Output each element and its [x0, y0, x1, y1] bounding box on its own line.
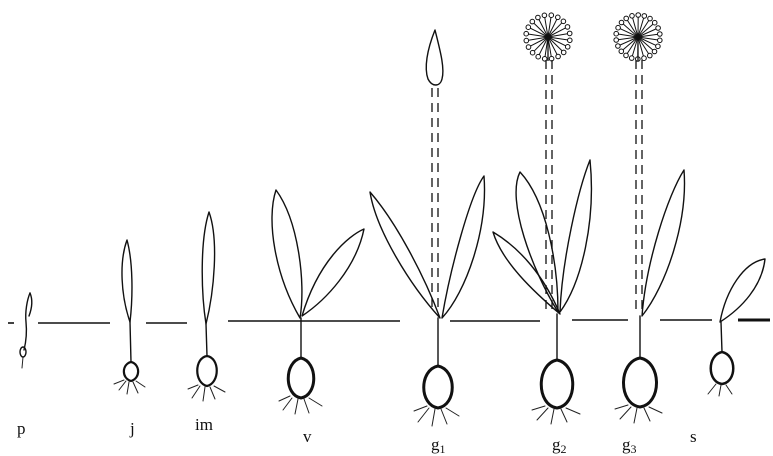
umbel-flower	[648, 16, 653, 21]
plant-im	[188, 212, 225, 401]
umbel-flower	[642, 56, 647, 61]
stage-label-g3: g3	[622, 436, 637, 455]
umbel-flower	[636, 13, 641, 18]
umbel-flower	[556, 15, 561, 20]
umbel-flower	[656, 44, 661, 49]
inflorescence-g2	[524, 13, 572, 61]
plant-p	[20, 293, 32, 368]
umbel-flower	[658, 32, 663, 37]
umbel-flower	[556, 54, 561, 59]
umbel-flower	[656, 26, 661, 31]
plant-j	[114, 240, 145, 394]
stage-label-j: j	[130, 420, 135, 439]
umbel-flower	[524, 38, 529, 43]
umbel-flower	[565, 45, 570, 50]
umbel-flower	[619, 20, 624, 25]
umbel-flower	[542, 13, 547, 18]
umbel-flower	[549, 13, 554, 18]
umbel-flower	[642, 14, 647, 19]
umbel-flower	[652, 49, 657, 54]
plant-v	[272, 190, 364, 414]
umbel-flower	[561, 19, 566, 24]
umbel-flower	[648, 53, 653, 58]
stage-label-im: im	[195, 416, 213, 435]
umbel-flower	[536, 54, 541, 59]
umbel-flower	[616, 25, 621, 30]
umbel-flower	[616, 44, 621, 49]
umbel-flower	[568, 38, 573, 43]
stage-label-s: s	[690, 428, 697, 447]
umbel-flower	[567, 31, 572, 36]
umbel-flower	[619, 49, 624, 54]
umbel-flower	[629, 56, 634, 61]
soil-line	[8, 320, 770, 323]
umbel-flower	[526, 25, 531, 30]
umbel-flower	[565, 25, 570, 30]
plant-g1	[370, 30, 484, 426]
umbel-flower	[526, 45, 531, 50]
plant-g3	[614, 13, 685, 423]
stage-label-g2: g2	[552, 436, 567, 455]
umbel-flower	[658, 38, 663, 43]
umbel-flower	[561, 50, 566, 55]
umbel-flower	[624, 53, 629, 58]
stage-label-v: v	[303, 428, 312, 447]
umbel-flower	[624, 16, 629, 21]
umbel-flower	[524, 31, 529, 36]
umbel-flower	[614, 38, 619, 43]
umbel-flower	[614, 31, 619, 36]
umbel-flower	[530, 50, 535, 55]
stage-label-p: p	[17, 420, 26, 439]
umbel-flower	[630, 14, 635, 19]
umbel-flower	[536, 15, 541, 20]
stage-label-g1: g1	[431, 436, 446, 455]
umbel-flower	[652, 20, 657, 25]
plant-s	[708, 259, 765, 396]
inflorescence-g3	[614, 13, 662, 62]
umbel-flower	[530, 19, 535, 24]
plant-g2	[493, 13, 591, 424]
